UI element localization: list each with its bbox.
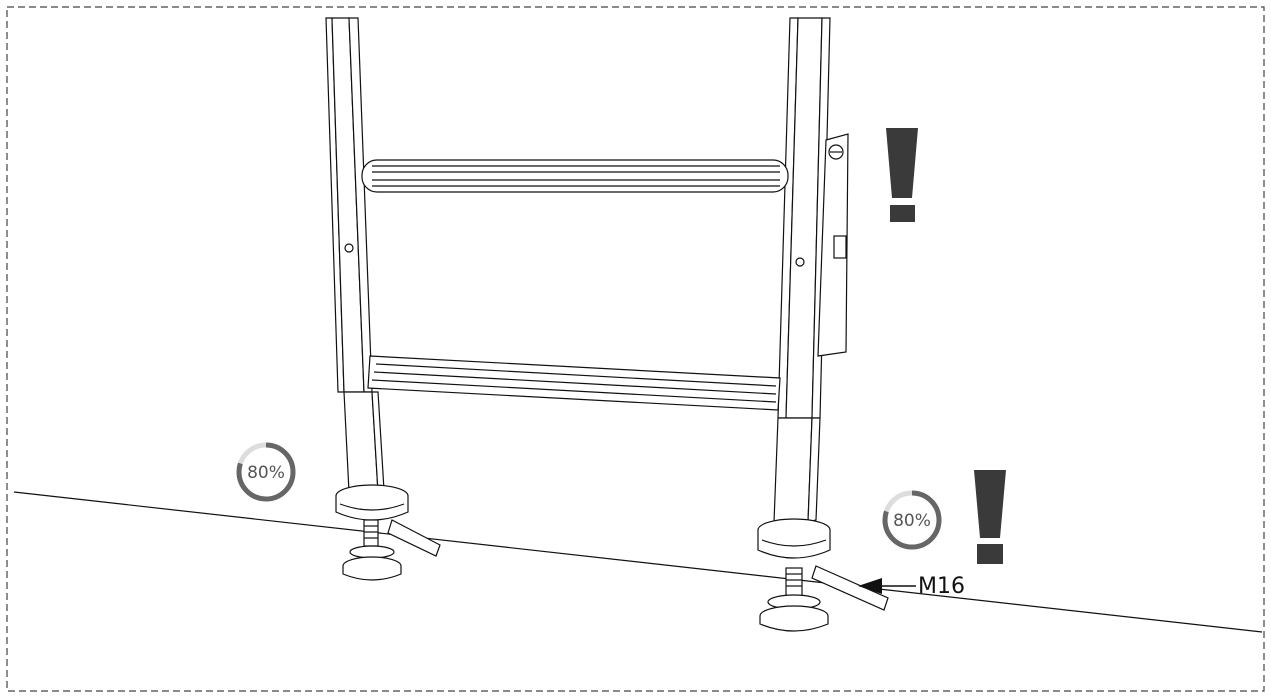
right-post <box>757 17 889 632</box>
progress-ring-icon: 80% <box>882 490 942 550</box>
torque-label-left: 80% <box>247 463 285 483</box>
exclamation-mark-icon <box>974 470 1006 564</box>
thread-size-label: M16 <box>918 574 965 599</box>
progress-ring-icon: 80% <box>236 442 296 502</box>
floor-line <box>13 491 1263 633</box>
left-post <box>325 17 441 581</box>
dashed-frame <box>6 6 1265 692</box>
arrow-left-icon <box>858 578 916 594</box>
exclamation-mark-icon <box>886 128 918 222</box>
torque-label-right: 80% <box>893 511 931 531</box>
lower-rung <box>367 355 781 411</box>
upper-rung <box>361 159 789 193</box>
